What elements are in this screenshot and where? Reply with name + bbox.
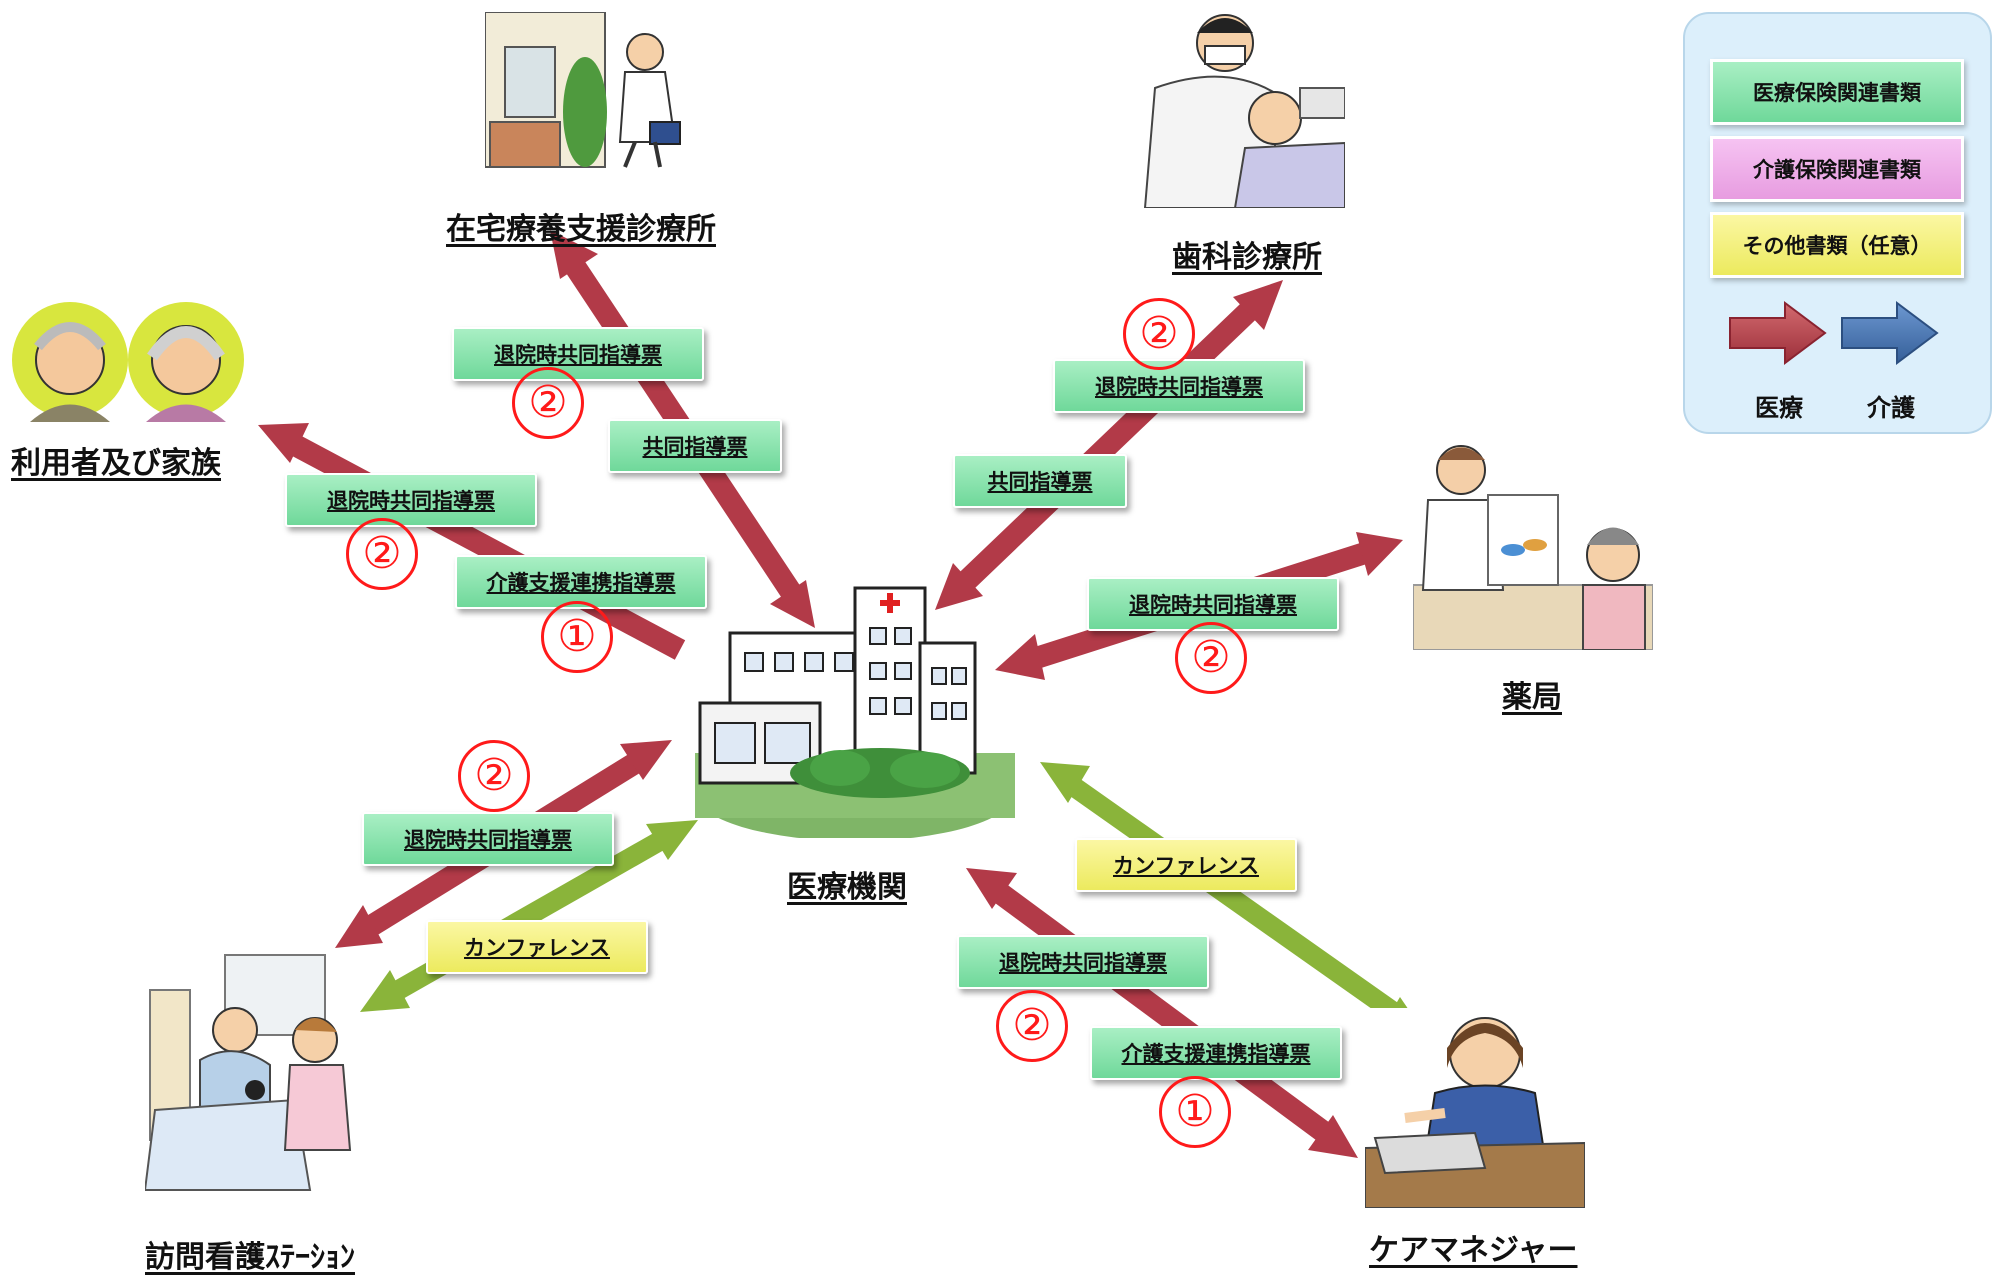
home-clinic-label: 在宅療養支援診療所 (446, 212, 716, 247)
visiting-nurse-illustration (145, 950, 355, 1210)
tag-dental-discharge-guidance: 退院時共同指導票 (1053, 359, 1305, 413)
tag-family-discharge-guidance: 退院時共同指導票 (285, 473, 537, 527)
legend-care-docs: 介護保険関連書類 (1710, 136, 1964, 202)
number-cm-1: ① (1159, 1076, 1231, 1148)
pharmacy-illustration (1413, 440, 1653, 650)
care-manager-label: ケアマネジャー (1369, 1233, 1578, 1268)
arrow-hospital-caremanager-conference (1040, 762, 1428, 1038)
arrow-hospital-dental (935, 280, 1283, 610)
tag-cm-discharge-guidance: 退院時共同指導票 (957, 935, 1209, 989)
tag-nursing-conference: カンファレンス (426, 920, 648, 974)
number-dental: ② (1123, 298, 1195, 370)
tag-dental-joint-guidance: 共同指導票 (953, 454, 1127, 508)
number-nursing: ② (458, 740, 530, 812)
tag-nursing-discharge-guidance: 退院時共同指導票 (362, 812, 614, 866)
dental-label: 歯科診療所 (1172, 240, 1322, 275)
legend-medical-docs: 医療保険関連書類 (1710, 59, 1964, 125)
legend-care-arrow-icon (1841, 301, 1939, 365)
number-home: ② (512, 367, 584, 439)
family-label: 利用者及び家族 (11, 446, 221, 481)
legend-other-docs: その他書類（任意） (1710, 212, 1964, 278)
family-illustration (12, 302, 244, 422)
hospital-illustration (695, 586, 1015, 838)
tag-home-discharge-guidance: 退院時共同指導票 (452, 327, 704, 381)
doctor-house-illustration (485, 12, 681, 168)
legend-medical-arrow-icon (1729, 301, 1827, 365)
legend-medical-label: 医療 (1755, 394, 1803, 422)
tag-home-joint-guidance: 共同指導票 (608, 419, 782, 473)
arrow-hospital-caremanager-medical (966, 868, 1358, 1158)
number-pharmacy: ② (1175, 622, 1247, 694)
number-cm-2: ② (996, 990, 1068, 1062)
care-manager-illustration (1365, 1008, 1585, 1208)
legend-care-label: 介護 (1867, 394, 1915, 422)
pharmacy-label: 薬局 (1502, 680, 1562, 715)
dentist-illustration (1125, 8, 1345, 208)
tag-cm-conference: カンファレンス (1075, 838, 1297, 892)
number-family-1: ① (541, 601, 613, 673)
tag-cm-care-support: 介護支援連携指導票 (1090, 1026, 1342, 1080)
nursing-label: 訪問看護ｽﾃｰｼｮﾝ (145, 1240, 355, 1275)
tag-family-care-support: 介護支援連携指導票 (455, 555, 707, 609)
hospital-label: 医療機関 (787, 870, 907, 905)
legend-panel: 医療保険関連書類 介護保険関連書類 その他書類（任意） 医療 介護 (1683, 12, 1992, 434)
number-family-2: ② (346, 518, 418, 590)
